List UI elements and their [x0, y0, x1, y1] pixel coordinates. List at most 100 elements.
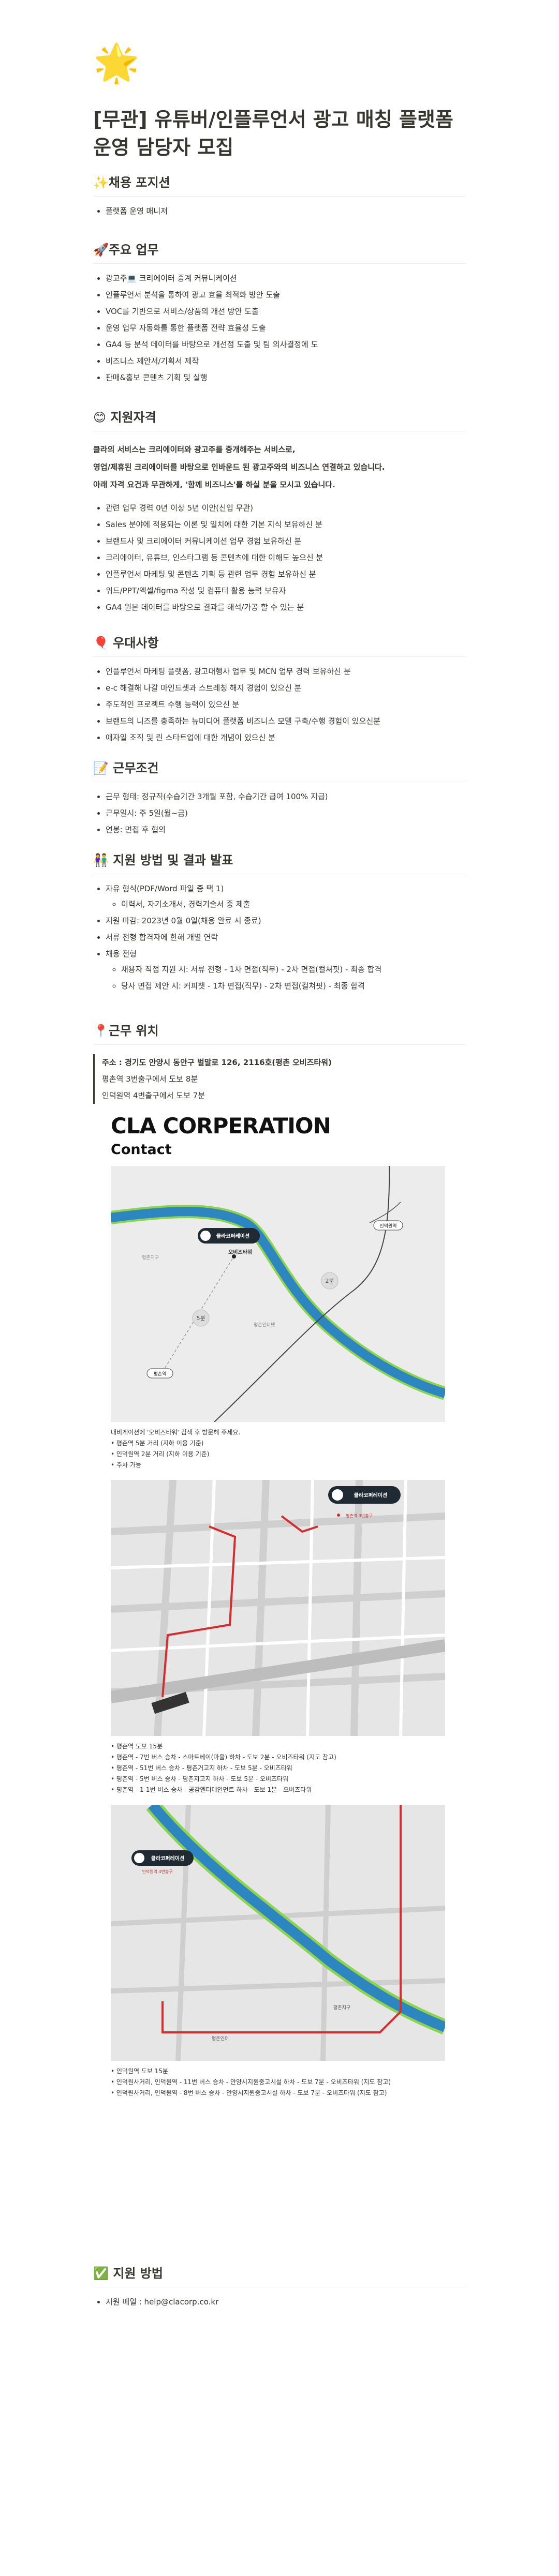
indeogwon-map: 클라코퍼레이션 인덕원역 4번출구 평촌지구 평촌인터: [111, 1804, 445, 2061]
contact-label: Contact: [111, 1141, 172, 1158]
walk-5-label: 5분: [196, 1315, 205, 1322]
conditions-list: 근무 형태: 정규직(수습기간 3개월 포함, 수습기간 급여 100% 지급)…: [93, 791, 466, 835]
area-label: 평촌인터넷: [254, 1322, 275, 1328]
intro-paragraph: 클라의 서비스는 크리에이터와 광고주를 중개해주는 서비스로, 영업/제휴된 …: [93, 441, 466, 493]
section-apply: ✅ 지원 방법 지원 메일 : help@clacorp.co.kr: [93, 2266, 466, 2313]
note-line: • 평촌역 - 5번 버스 승차 - 평촌지고지 하차 - 도보 5분 - 오비…: [111, 1775, 289, 1783]
pin-label: 클라코퍼레이션: [216, 1233, 249, 1239]
list-item: 워드/PPT/엑셀/figma 작성 및 컴퓨터 활용 능력 보유자: [106, 586, 466, 596]
section-qualifications: 😊 지원자격 클라의 서비스는 크리에이터와 광고주를 중개해주는 서비스로, …: [93, 410, 466, 619]
address-line: 평촌역 3번출구에서 도보 8분: [102, 1074, 198, 1084]
duties-list: 광고주💻 크리에이터 중계 커뮤니케이션 인플루언서 분석을 통하여 광고 효율…: [93, 273, 466, 383]
section-heading: 🎈 우대사항: [93, 635, 466, 657]
list-item: 근무일시: 주 5일(월~금): [106, 808, 466, 818]
list-item: 브랜드의 니즈를 충족하는 뉴미디어 플랫폼 비즈니스 모델 구축/수행 경험이…: [106, 716, 466, 726]
station-b-label: 인덕원역: [379, 1223, 396, 1229]
list-item: e-c 해결해 나갈 마인드셋과 스트레칭 해지 경험이 있으신 분: [106, 683, 466, 693]
list-item: 서류 전형 합격자에 한해 개별 연락: [106, 932, 466, 942]
pyeongchon-map-graphic: 클라코퍼레이션 평촌역 3번출구: [111, 1479, 445, 1736]
list-item: 채용 전형 채용자 직접 지원 시: 서류 전형 - 1차 면접(직무) - 2…: [106, 949, 466, 991]
overview-map-graphic: 5분 2분 클라코퍼레이션 오비즈타워 평촌역 인덕원역 평촌지구 평촌인터넷: [111, 1165, 445, 1422]
list-item: 비즈니스 제안서/기획서 제작: [106, 356, 466, 366]
section-heading: 📍근무 위치: [93, 1023, 466, 1045]
list-item: 지원 메일 : help@clacorp.co.kr: [106, 2297, 466, 2307]
list-item: 인플루언서 분석을 통하여 광고 효율 최적화 방안 도출: [106, 290, 466, 300]
list-item: 연봉: 면접 후 협의: [106, 825, 466, 835]
section-heading: ✨채용 포지션: [93, 175, 466, 197]
list-item: GA4 원본 데이터를 바탕으로 결과를 해석/가공 할 수 있는 분: [106, 602, 466, 612]
address-line: 주소 : 경기도 안양시 동안구 벌말로 126, 2116호(평촌 오비즈타워…: [102, 1058, 332, 1068]
map-notes: • 평촌역 도보 15분 • 평촌역 - 7번 버스 승차 - 스마트베이(마을…: [111, 1741, 466, 1795]
list-item: GA4 등 분석 데이터를 바탕으로 개선점 도출 및 팀 의사결정에 도: [106, 339, 466, 350]
note-line: • 인덕원사거리, 인덕원역 - 11번 버스 승차 - 안양시지원중고시설 하…: [111, 2078, 391, 2086]
list-item-text: 채용 전형: [106, 949, 137, 959]
address-quote: 주소 : 경기도 안양시 동안구 벌말로 126, 2116호(평촌 오비즈타워…: [93, 1054, 466, 1104]
sub-list-item: 이력서, 자기소개서, 경력기술서 중 제출: [121, 899, 466, 909]
section-heading: ✅ 지원 방법: [93, 2266, 466, 2288]
location-card: CLA CORPERATION Contact 5분 2분: [93, 1113, 466, 2098]
position-list: 플랫폼 운영 매니저: [93, 206, 466, 216]
intro-line: 클라의 서비스는 크리에이터와 광고주를 중개해주는 서비스로,: [93, 445, 296, 455]
list-item: 자유 형식(PDF/Word 파일 중 택 1) 이력서, 자기소개서, 경력기…: [106, 883, 466, 909]
section-location: 📍근무 위치 주소 : 경기도 안양시 동안구 벌말로 126, 2116호(평…: [93, 1023, 466, 2108]
list-item: 인플루언서 마케팅 플랫폼, 광고대행사 업무 및 MCN 업무 경력 보유하신…: [106, 666, 466, 677]
note-line: • 인덕원사거리, 인덕원역 - 8번 버스 승차 - 안양시지원중고시설 하차…: [111, 2089, 387, 2096]
page-title: [무관] 유튜버/인플루언서 광고 매칭 플랫폼 운영 담당자 모집: [93, 108, 453, 159]
star-icon: 🌟: [93, 41, 140, 84]
note-line: • 인덕원역 2분 거리 (지하 이용 기준): [111, 1450, 210, 1458]
preferred-list: 인플루언서 마케팅 플랫폼, 광고대행사 업무 및 MCN 업무 경력 보유하신…: [93, 666, 466, 743]
process-list: 자유 형식(PDF/Word 파일 중 택 1) 이력서, 자기소개서, 경력기…: [93, 883, 466, 991]
list-item: 광고주💻 크리에이터 중계 커뮤니케이션: [106, 273, 466, 283]
list-item: 애자일 조직 및 린 스타트업에 대한 개념이 있으신 분: [106, 732, 466, 743]
note-line: • 평촌역 - 1-1번 버스 승차 - 공감엔터테인먼트 하차 - 도보 1분…: [111, 1786, 312, 1793]
intro-line: 아래 자격 요건과 무관하게, '함께 비즈니스'를 하실 분을 모시고 있습니…: [93, 480, 335, 490]
area-label: 평촌인터: [212, 2036, 229, 2042]
section-preferred: 🎈 우대사항 인플루언서 마케팅 플랫폼, 광고대행사 업무 및 MCN 업무 …: [93, 635, 466, 749]
section-heading: 📝 근무조건: [93, 760, 466, 783]
section-duties: 🚀주요 업무 광고주💻 크리에이터 중계 커뮤니케이션 인플루언서 분석을 통하…: [93, 242, 466, 389]
indeogwon-map-graphic: 클라코퍼레이션 인덕원역 4번출구 평촌지구 평촌인터: [111, 1804, 445, 2061]
map-notes: 내비게이션에 '오비즈타워' 검색 후 방문해 주세요. • 평촌역 5분 거리…: [111, 1427, 466, 1471]
note-line: • 주차 가능: [111, 1461, 141, 1469]
list-item: 관련 업무 경력 0년 이상 5년 이안(신입 무관): [106, 503, 466, 513]
list-item: 지원 마감: 2023년 0월 0일(채용 완료 시 종료): [106, 916, 466, 926]
list-item: 크리에이터, 유튜브, 인스타그램 등 콘텐츠에 대한 이해도 높으신 분: [106, 552, 466, 563]
list-item: Sales 분야에 적용되는 이론 및 일치에 대한 기본 지식 보유하신 분: [106, 519, 466, 530]
overview-map: 5분 2분 클라코퍼레이션 오비즈타워 평촌역 인덕원역 평촌지구 평촌인터넷: [111, 1165, 445, 1422]
brand-title: CLA CORPERATION: [111, 1113, 331, 1139]
list-item-text: 자유 형식(PDF/Word 파일 중 택 1): [106, 884, 224, 894]
note-line: 내비게이션에 '오비즈타워' 검색 후 방문해 주세요.: [111, 1428, 241, 1436]
note-line: • 평촌역 - 51번 버스 승차 - 평촌거고지 하차 - 도보 5분 - 오…: [111, 1764, 292, 1772]
area-label: 평촌지구: [142, 1255, 159, 1261]
sub-label: 평촌역 3번출구: [346, 1513, 373, 1518]
section-process: 👫 지원 방법 및 결과 발표 자유 형식(PDF/Word 파일 중 택 1)…: [93, 852, 466, 997]
note-line: • 평촌역 5분 거리 (지하 이용 기준): [111, 1439, 204, 1447]
list-item: 근무 형태: 정규직(수습기간 3개월 포함, 수습기간 급여 100% 지급): [106, 791, 466, 802]
sub-list-item: 당사 면접 제안 시: 커피챗 - 1차 면접(직무) - 2차 면접(컬쳐핏)…: [121, 981, 466, 991]
sub-list-item: 채용자 직접 지원 시: 서류 전형 - 1차 면접(직무) - 2차 면접(컬…: [121, 964, 466, 975]
apply-list: 지원 메일 : help@clacorp.co.kr: [93, 2297, 466, 2307]
address-line: 인덕원역 4번출구에서 도보 7분: [102, 1091, 205, 1101]
area-label: 평촌지구: [333, 2005, 350, 2011]
sub-label: 인덕원역 4번출구: [142, 1869, 172, 1874]
list-item: 브랜드사 및 크리에이터 커뮤니케이션 업무 경험 보유하신 분: [106, 536, 466, 546]
section-conditions: 📝 근무조건 근무 형태: 정규직(수습기간 3개월 포함, 수습기간 급여 1…: [93, 760, 466, 841]
list-item: 주도적인 프로젝트 수행 능력이 있으신 분: [106, 699, 466, 710]
qualifications-list: 관련 업무 경력 0년 이상 5년 이안(신입 무관) Sales 분야에 적용…: [93, 503, 466, 612]
list-item: 인플루언서 마케팅 및 콘텐츠 기획 등 관련 업무 경험 보유하신 분: [106, 569, 466, 579]
list-item: 운영 업무 자동화를 통한 플랫폼 전략 효율성 도출: [106, 323, 466, 333]
intro-line: 영업/제휴된 크리에이터를 바탕으로 인바운드 된 광고주와의 비즈니스 연결하…: [93, 462, 385, 472]
place-label: 오비즈타워: [228, 1249, 252, 1255]
sub-list: 채용자 직접 지원 시: 서류 전형 - 1차 면접(직무) - 2차 면접(컬…: [106, 964, 466, 991]
walk-2-label: 2분: [325, 1278, 334, 1284]
sub-list: 이력서, 자기소개서, 경력기술서 중 제출: [106, 899, 466, 909]
note-line: • 평촌역 도보 15분: [111, 1742, 163, 1750]
list-item: VOC를 기반으로 서비스/상품의 개선 방안 도출: [106, 306, 466, 317]
section-position: ✨채용 포지션 플랫폼 운영 매니저: [93, 175, 466, 222]
station-a-label: 평촌역: [154, 1371, 167, 1377]
pin-label: 클라코퍼레이션: [354, 1492, 387, 1499]
section-heading: 😊 지원자격: [93, 410, 466, 432]
note-line: • 평촌역 - 7번 버스 승차 - 스마트베이(마을) 하차 - 도보 2분 …: [111, 1753, 336, 1761]
note-line: • 인덕원역 도보 15분: [111, 2067, 169, 2075]
pin-label: 클라코퍼레이션: [151, 1855, 184, 1862]
